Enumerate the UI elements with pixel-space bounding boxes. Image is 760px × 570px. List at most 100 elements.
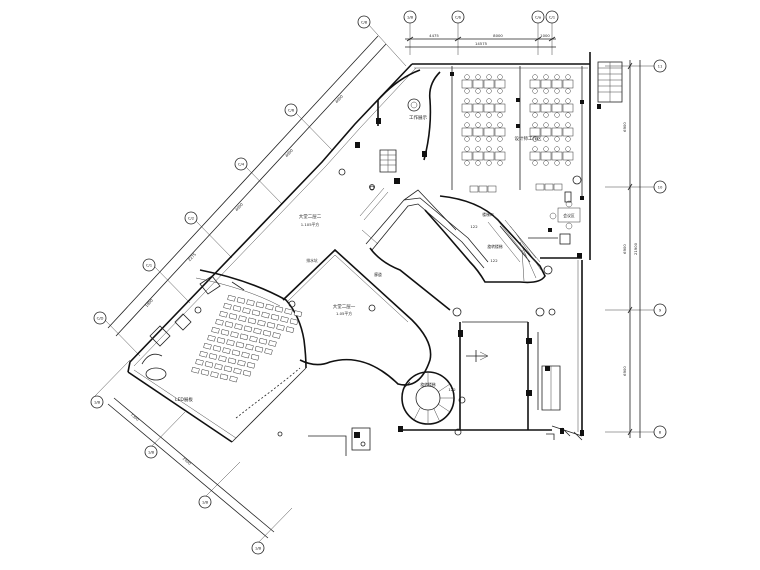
auditorium-seat	[239, 333, 249, 341]
auditorium: LED展板	[141, 269, 307, 443]
desk	[540, 151, 552, 161]
auditorium-seat	[234, 323, 243, 330]
auditorium-seat	[241, 351, 250, 359]
chair	[543, 136, 549, 142]
desk	[529, 151, 541, 161]
auditorium-seat	[230, 331, 239, 338]
chair	[464, 122, 470, 128]
auditorium-seat	[233, 367, 242, 375]
chair	[475, 146, 481, 152]
chair	[475, 112, 481, 118]
hall-main-sub: 1.05平方	[336, 311, 352, 316]
chair	[554, 74, 560, 80]
right-dim-1: 6900	[622, 122, 627, 132]
chair	[565, 146, 571, 152]
auditorium-seat	[246, 361, 256, 369]
desk	[494, 127, 506, 137]
chair	[464, 98, 470, 104]
lower-dim-2: 2400	[182, 456, 193, 466]
desk	[478, 185, 488, 193]
auditorium-seat	[235, 341, 245, 349]
corridor-label: 廊道	[374, 272, 382, 277]
desk-cluster	[529, 98, 574, 118]
chair	[475, 136, 481, 142]
auditorium-seat	[247, 317, 257, 325]
auditorium-seat	[249, 335, 258, 343]
auditorium-seat	[224, 321, 234, 328]
chair	[565, 74, 571, 80]
desk-cluster	[529, 74, 574, 94]
desk	[551, 79, 563, 89]
room-labels: 大堂二层二 1.105平方 大堂二层一 1.05平方 廊道 排水坑	[299, 168, 382, 316]
lower-axis-4: 1/B	[255, 546, 262, 551]
office-partitions	[450, 66, 584, 200]
right-axis-3: 9	[659, 308, 662, 313]
chair	[497, 98, 503, 104]
auditorium-seat	[200, 369, 210, 376]
desk	[483, 151, 495, 161]
top-axis-2: C/b	[455, 15, 462, 20]
desk	[461, 127, 473, 137]
auditorium-seat	[212, 345, 222, 352]
chair	[486, 122, 492, 128]
chair	[486, 136, 492, 142]
desk	[461, 79, 473, 89]
chair	[554, 160, 560, 166]
spiral-stair-lower: 旋转楼梯 122	[398, 371, 466, 432]
reception-label: 工作展示	[409, 114, 427, 121]
top-dimension-chain: 4475 8000 1000 14575 1/B C/b C/a C/1	[403, 10, 559, 55]
lower-axis-2: 1/B	[148, 450, 155, 455]
flood-label: 排水坑	[306, 258, 318, 263]
desk-cluster	[461, 146, 506, 166]
chair	[497, 136, 503, 142]
desk	[562, 79, 574, 89]
auditorium-seat	[232, 305, 242, 312]
auditorium-seat	[261, 311, 270, 319]
chair	[464, 136, 470, 142]
auditorium-seat	[228, 313, 238, 320]
chair	[532, 88, 538, 94]
chair	[543, 146, 549, 152]
chair	[486, 88, 492, 94]
chair	[532, 112, 538, 118]
chair	[543, 98, 549, 104]
auditorium-seat	[216, 337, 226, 344]
auditorium-seat	[219, 373, 229, 381]
chair	[497, 88, 503, 94]
auditorium-seat	[250, 353, 260, 361]
auditorium-seat	[258, 337, 268, 345]
auditorium-seat	[220, 329, 230, 336]
desk	[461, 151, 473, 161]
top-dim-2: 8000	[493, 33, 503, 38]
auditorium-seat	[276, 324, 285, 331]
bottom-elements	[277, 427, 371, 456]
desk	[551, 151, 563, 161]
desk	[494, 103, 506, 113]
desk	[551, 103, 563, 113]
desk-cluster	[461, 98, 506, 118]
auditorium-seat	[257, 319, 266, 327]
chair	[464, 146, 470, 152]
auditorium-seat	[268, 340, 277, 347]
chair	[486, 160, 492, 166]
chair	[532, 122, 538, 128]
chair	[543, 122, 549, 128]
desk	[472, 79, 484, 89]
chair	[486, 74, 492, 80]
diag-axis-4: C/2	[188, 216, 195, 221]
right-dim-total: 21900	[633, 242, 638, 255]
chair	[565, 112, 571, 118]
auditorium-seat	[254, 345, 264, 353]
stair-lower-tag: 122	[448, 387, 456, 392]
auditorium-seat	[219, 310, 228, 318]
auditorium-seat	[227, 357, 237, 365]
chair	[486, 146, 492, 152]
desk	[540, 127, 552, 137]
chair	[532, 74, 538, 80]
auditorium-seat	[238, 315, 247, 322]
diag-dim-1: 4000	[334, 93, 345, 104]
chair	[532, 160, 538, 166]
chair	[475, 122, 481, 128]
right-dimension-chain: 6900 6900 6900 21900 11 10 9 8	[605, 59, 667, 439]
chair	[554, 112, 560, 118]
